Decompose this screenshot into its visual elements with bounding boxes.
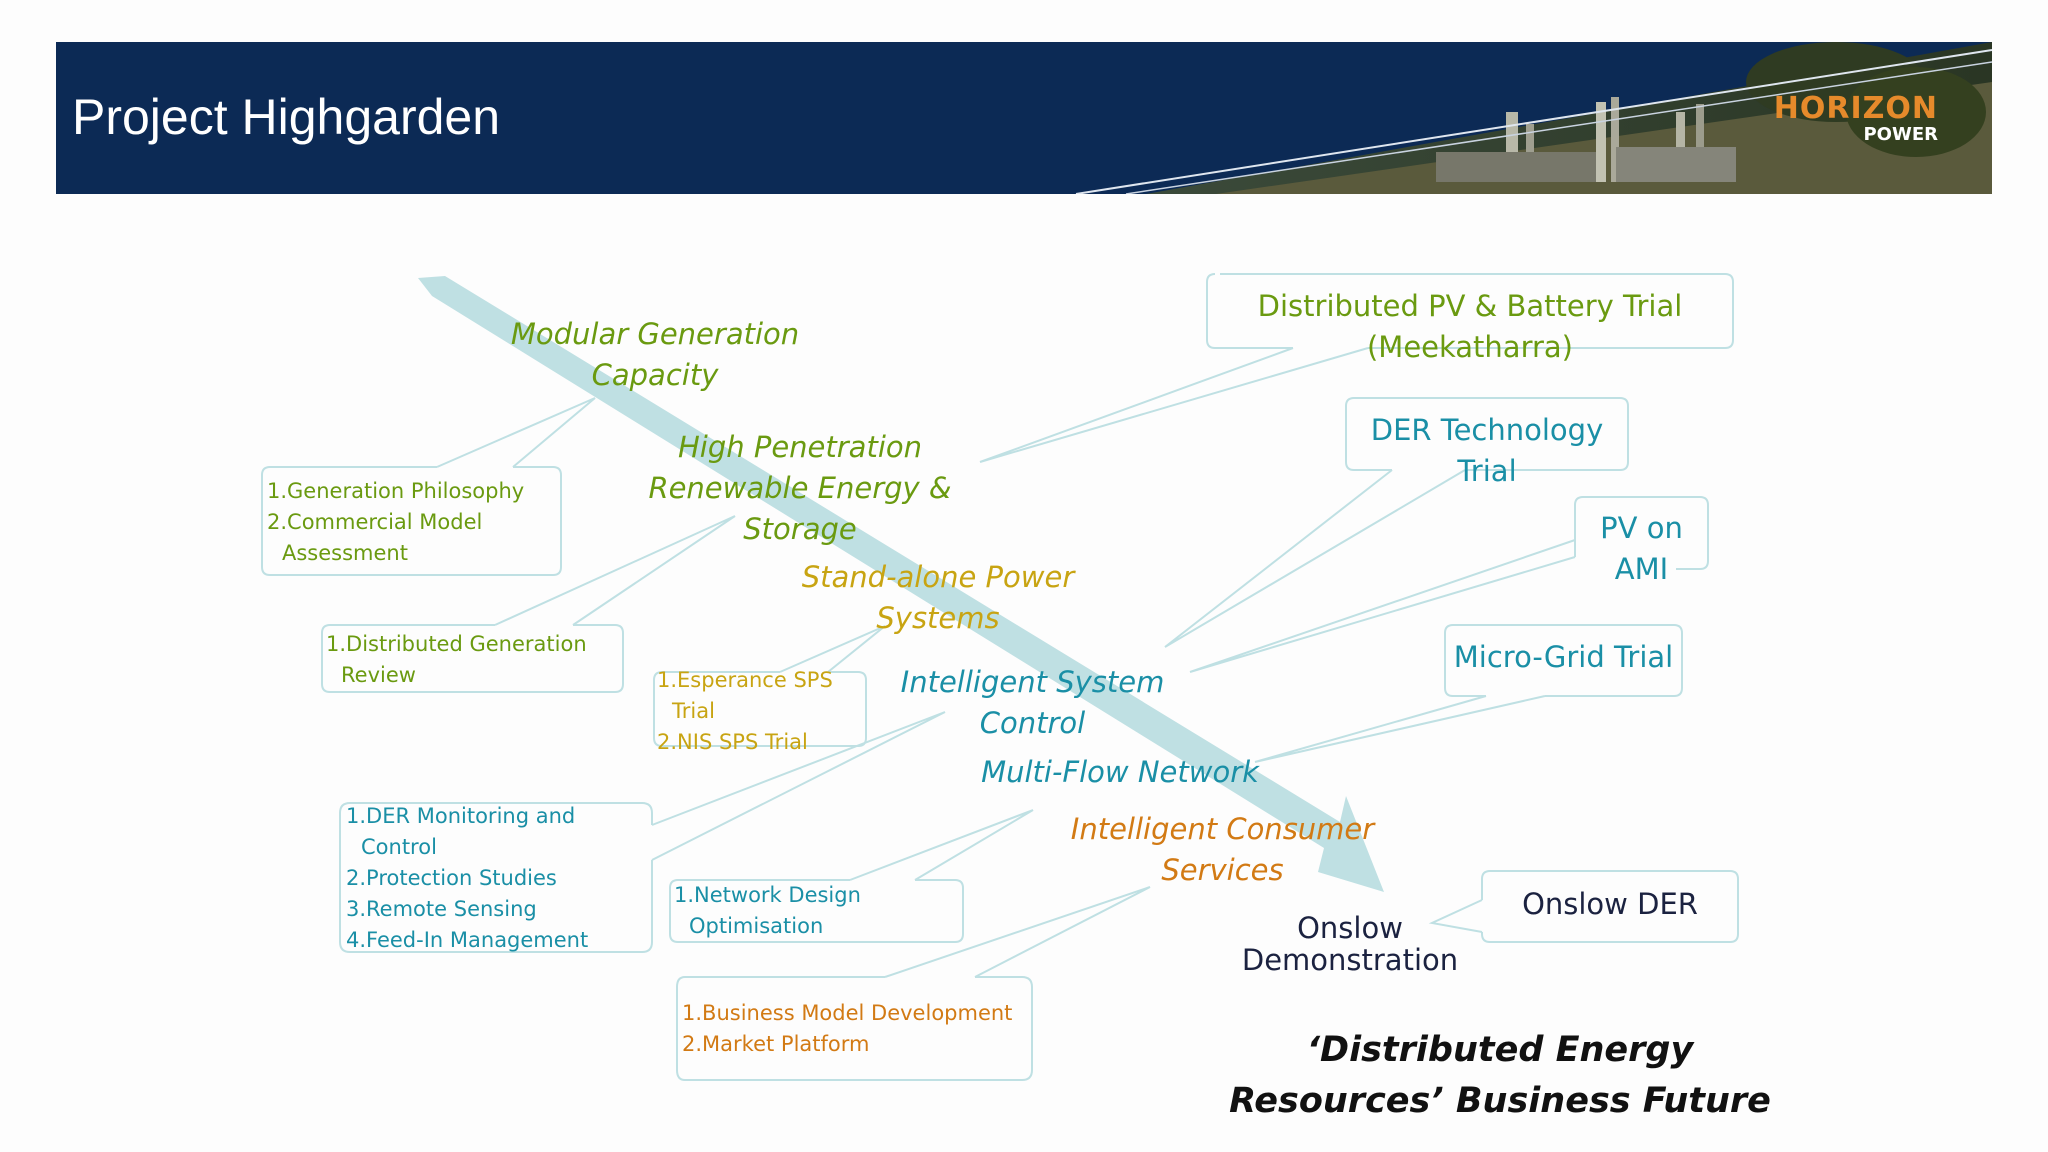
- theme-multiflow-network: Multi-Flow Network: [981, 755, 1259, 789]
- power-station-banner-art: [1075, 42, 1992, 194]
- onslow-der-callout-box: [1481, 870, 1739, 943]
- microgrid-connector: [1254, 695, 1546, 763]
- network-design-callout-box: [669, 879, 964, 943]
- microgrid-callout-box: [1444, 624, 1683, 697]
- list-distributed-generation: 1.Distributed Generation Review: [326, 632, 587, 687]
- trial-microgrid: Micro-Grid Trial: [1453, 640, 1674, 674]
- list-business: 1.Business Model Development 2.Market Pl…: [682, 1001, 1013, 1056]
- distributed-gen-callout-box: [321, 624, 624, 693]
- list-network-design: 1.Network Design Optimisation: [674, 883, 861, 938]
- pv-battery-callout-box: [1206, 273, 1734, 349]
- der-tech-connector: [1164, 469, 1466, 648]
- main-diagonal-arrow: [418, 276, 1384, 892]
- sps-connector: [779, 625, 886, 673]
- list-sps-trials: 1.Esperance SPS Trial 2.NIS SPS Trial: [657, 668, 833, 754]
- trial-pv-battery: Distributed PV & Battery Trial(Meekathar…: [1257, 289, 1683, 364]
- horizon-power-logo: HORIZON POWER: [1774, 94, 1938, 146]
- pv-ami-connector: [1189, 539, 1576, 673]
- der-monitoring-connector: [651, 711, 946, 861]
- generation-connector: [436, 397, 596, 468]
- der-tech-callout-box: [1345, 397, 1629, 471]
- distributed-gen-connector: [494, 515, 736, 626]
- business-connector: [884, 886, 1151, 978]
- list-generation: 1.Generation Philosophy 2.Commercial Mod…: [267, 479, 525, 565]
- header-banner: Project Highgarden HORIZON POWER: [56, 42, 1992, 194]
- generation-callout-box: [261, 466, 562, 576]
- der-monitoring-callout-box: [339, 802, 653, 953]
- logo-wordmark-bottom: POWER: [1863, 124, 1938, 145]
- trial-onslow-der: Onslow DER: [1522, 887, 1698, 921]
- pv-ami-callout-box: [1574, 496, 1709, 570]
- list-der-monitoring: 1.DER Monitoring and Control 2.Protectio…: [346, 804, 589, 952]
- business-callout-box: [676, 976, 1033, 1081]
- page-title: Project Highgarden: [72, 89, 501, 145]
- logo-wordmark-top: HORIZON: [1773, 91, 1938, 126]
- network-design-connector: [849, 809, 1034, 881]
- onslow-der-connector: [1428, 899, 1483, 933]
- pv-battery-connector: [979, 347, 1369, 463]
